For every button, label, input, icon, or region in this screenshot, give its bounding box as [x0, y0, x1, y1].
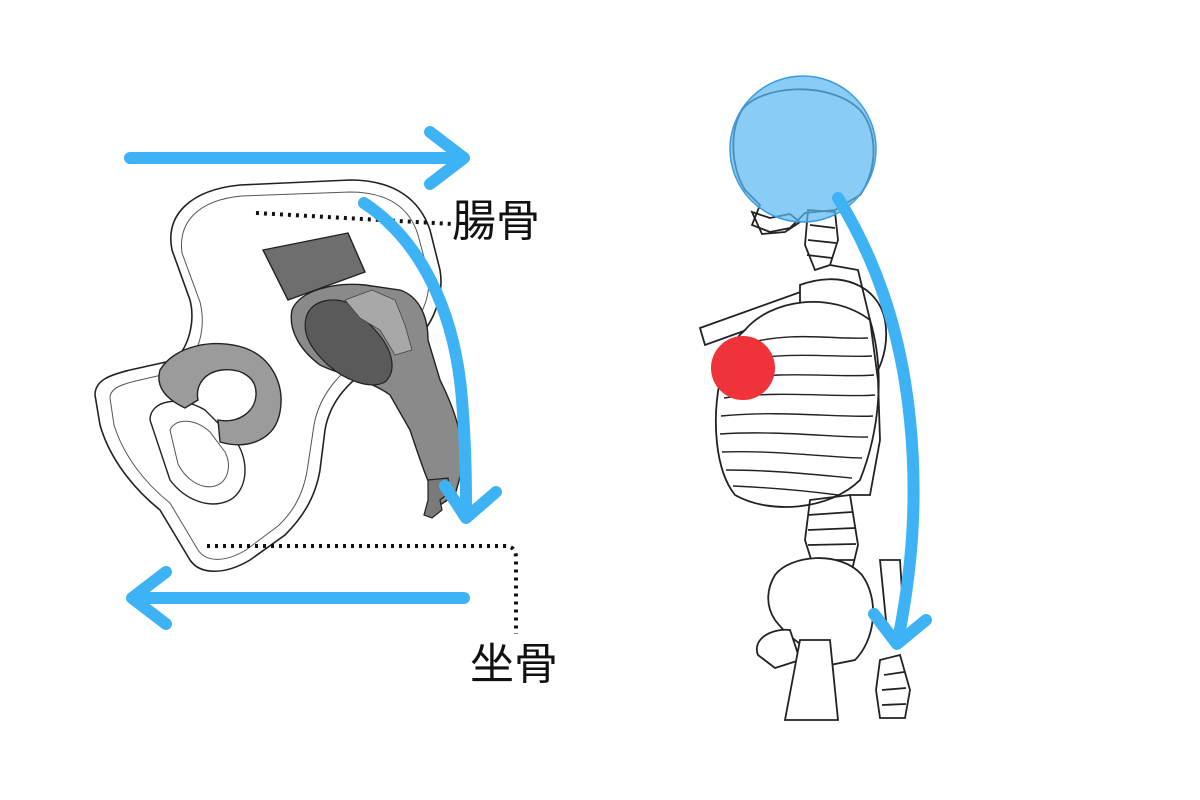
- arrow-curved-down-icon: [358, 197, 502, 524]
- lumbar-lines: [807, 511, 857, 561]
- arrow-top-right-icon: [124, 126, 470, 190]
- arrow-bottom-left-icon: [126, 566, 470, 630]
- sacrum-inner-dark: [304, 299, 393, 386]
- skeleton-pelvis: [767, 557, 874, 666]
- head-highlight: [729, 75, 877, 223]
- femur: [783, 639, 839, 721]
- spine-arrow-icon: [832, 192, 932, 650]
- label-ischium: 坐骨: [470, 639, 558, 690]
- label-ilium: 腸骨: [452, 196, 540, 247]
- leader-line-ilium: [255, 211, 453, 226]
- leader-line-ischium: [207, 544, 518, 634]
- pelvis-outline-inner: [109, 191, 430, 560]
- leader-lines: [207, 211, 518, 634]
- obturator-inner: [169, 420, 229, 488]
- sacrum-skeleton: [755, 628, 802, 670]
- acetabulum: [158, 342, 282, 446]
- cervical-lines: [806, 224, 837, 259]
- pelvis-arrows: [124, 126, 502, 630]
- hand: [875, 653, 911, 719]
- red-marker: [711, 336, 775, 400]
- hand-lines: [881, 671, 907, 706]
- sacrum-top-block: [261, 232, 366, 301]
- sacrum-highlight: [344, 289, 413, 356]
- thoracic-spine: [829, 264, 881, 496]
